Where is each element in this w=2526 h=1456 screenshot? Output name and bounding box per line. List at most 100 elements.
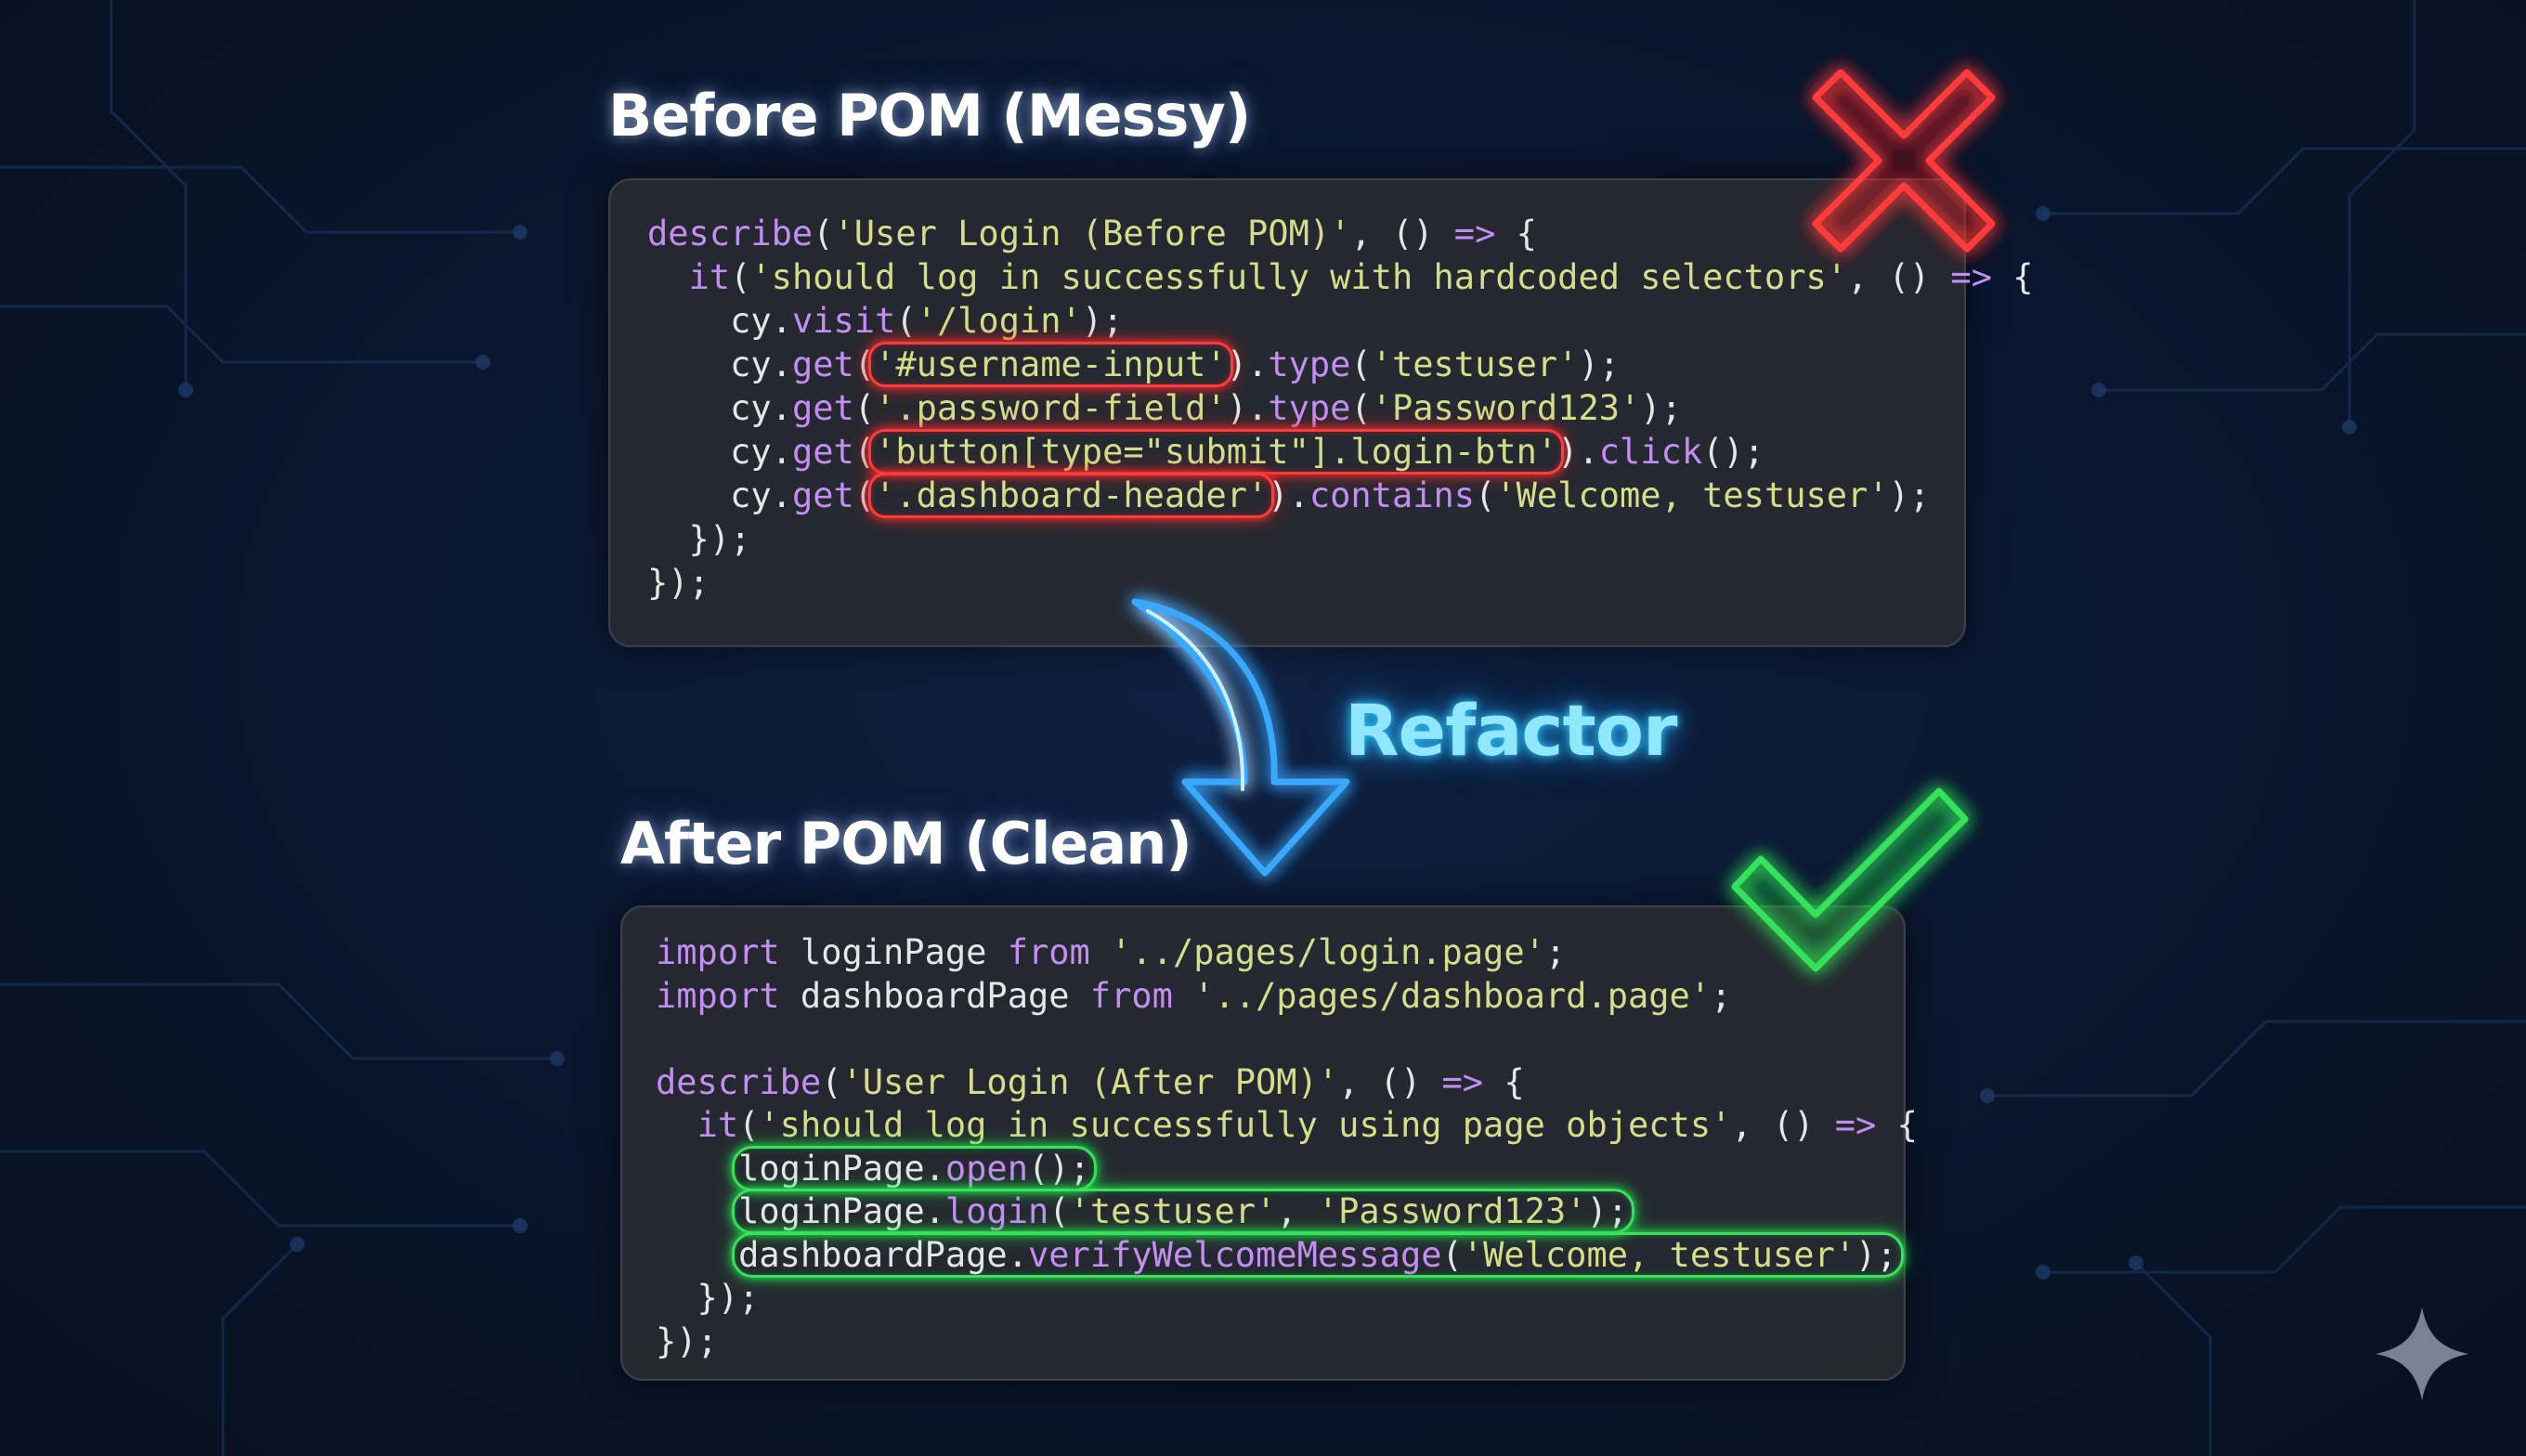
code-token: }); (656, 1278, 760, 1318)
code-token: verifyWelcomeMessage (1027, 1234, 1442, 1275)
code-token: import (656, 932, 780, 972)
code-token: 'should log in successfully with hardcod… (750, 257, 1848, 297)
code-token: }); (647, 563, 710, 603)
code-token: => (1834, 1105, 1877, 1145)
code-token: import (656, 975, 780, 1016)
code-token: ; (1544, 932, 1567, 972)
code-token: ( (821, 1061, 842, 1102)
highlighted-call: loginPage.login('testuser', 'Password123… (732, 1189, 1635, 1234)
highlighted-selector: '#username-input' (868, 342, 1233, 387)
highlighted-call: dashboardPage.verifyWelcomeMessage('Welc… (732, 1231, 1904, 1278)
code-token: loginPage. (738, 1191, 945, 1231)
code-token: type (1268, 388, 1351, 428)
code-token: ( (1350, 388, 1372, 428)
code-token: ( (813, 214, 834, 254)
code-line: }); (656, 1277, 1870, 1320)
code-token: { (1495, 214, 1537, 254)
code-token: get (791, 344, 854, 384)
code-token: , (1276, 1191, 1318, 1231)
code-token: it (688, 257, 731, 297)
code-token: 'Password123' (1317, 1191, 1587, 1231)
highlighted-selector: 'button[type="submit"].login-btn' (868, 429, 1565, 474)
code-token: ( (853, 344, 876, 384)
code-token: '../pages/login.page' (1111, 932, 1545, 972)
code-token: ( (853, 475, 876, 515)
code-token: ); (1888, 475, 1931, 515)
code-line: loginPage.open(); (656, 1145, 1870, 1191)
code-token: ); (1578, 344, 1621, 384)
code-token: dashboardPage. (738, 1234, 1028, 1275)
code-token: 'User Login (After POM)' (841, 1061, 1339, 1102)
code-token: ( (1475, 475, 1496, 515)
code-token: ( (895, 301, 917, 341)
code-token: describe (647, 214, 814, 254)
code-token: cy. (647, 388, 792, 428)
code-token: { (1876, 1105, 1918, 1145)
code-token: (); (1702, 432, 1764, 472)
code-line: it('should log in successfully with hard… (647, 255, 2034, 299)
code-token: dashboardPage (779, 975, 1090, 1016)
code-token: open (944, 1148, 1028, 1189)
code-token: ( (1441, 1234, 1463, 1275)
code-token: { (1483, 1061, 1525, 1102)
code-token: ; (1711, 975, 1732, 1016)
code-token: 'testuser' (1069, 1191, 1277, 1231)
code-token: 'User Login (Before POM)' (833, 214, 1351, 254)
after-pom-title: After POM (Clean) (620, 810, 1192, 878)
code-line: }); (656, 1320, 1870, 1364)
code-token: ); (1640, 388, 1682, 428)
code-token: get (791, 475, 854, 515)
code-token: ( (1350, 344, 1372, 384)
code-line: cy.visit('/login'); (647, 299, 1927, 343)
code-token: cy. (647, 301, 792, 341)
code-token: ( (853, 388, 876, 428)
code-token: ); (1081, 301, 1124, 341)
code-line: }); (647, 561, 1927, 604)
code-token: describe (656, 1061, 822, 1102)
code-token: visit (791, 301, 896, 341)
code-line: it('should log in successfully using pag… (656, 1104, 1918, 1148)
code-token: '/login' (916, 301, 1082, 341)
after-code-block: import loginPage from '../pages/login.pa… (620, 905, 1918, 1381)
code-token: loginPage. (738, 1148, 945, 1189)
code-token: , () (1338, 1061, 1442, 1102)
code-token: from (1007, 932, 1090, 972)
code-token: ). (1557, 432, 1599, 472)
code-token: => (1453, 214, 1496, 254)
code-token: 'testuser' (1371, 344, 1579, 384)
code-token: get (791, 432, 854, 472)
code-token: }); (656, 1320, 718, 1361)
code-token: ); (1855, 1234, 1897, 1275)
code-token: 'Password123' (1371, 388, 1641, 428)
code-token: ( (738, 1105, 760, 1145)
code-token: { (1991, 257, 2034, 297)
code-token: ( (1048, 1191, 1070, 1231)
code-token: 'should log in successfully using page o… (759, 1105, 1732, 1145)
code-token: loginPage (779, 932, 1008, 972)
code-line: describe('User Login (Before POM)', () =… (647, 212, 1927, 255)
code-line: cy.get('button[type="submit"].login-btn'… (647, 429, 1927, 474)
code-line: import loginPage from '../pages/login.pa… (656, 931, 1870, 975)
code-token: (); (1027, 1148, 1090, 1189)
code-line: cy.get('#username-input').type('testuser… (647, 342, 1927, 387)
code-token: ). (1226, 344, 1269, 384)
code-token: 'Welcome, testuser' (1462, 1234, 1856, 1275)
code-token: , () (1847, 257, 1951, 297)
code-token: '.password-field' (875, 388, 1227, 428)
code-line: import dashboardPage from '../pages/dash… (656, 975, 1870, 1019)
code-line: }); (647, 517, 1927, 561)
code-token: => (1950, 257, 1992, 297)
code-token: 'Welcome, testuser' (1495, 475, 1889, 515)
code-token: type (1268, 344, 1351, 384)
code-token: ); (1586, 1191, 1629, 1231)
code-token: ). (1268, 475, 1309, 515)
code-token: cy. (647, 475, 792, 515)
code-token: cy. (647, 432, 792, 472)
highlighted-selector: '.dashboard-header' (868, 473, 1275, 518)
code-token: get (791, 388, 854, 428)
code-token: ). (1226, 388, 1269, 428)
code-token: click (1598, 432, 1703, 472)
